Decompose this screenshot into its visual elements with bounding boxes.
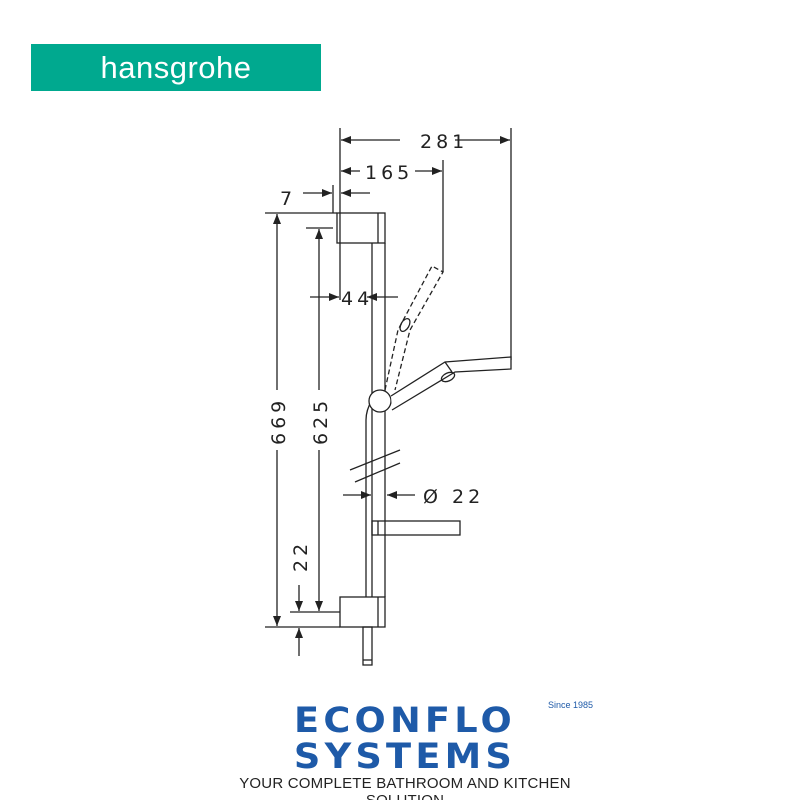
hose	[365, 399, 373, 597]
hansgrohe-logo: hansgrohe	[31, 44, 321, 91]
dim-22-label: 22	[290, 540, 312, 572]
dim-625-label: 625	[310, 397, 332, 445]
handshower-tilted-dashed	[384, 265, 444, 391]
dim-165-label: 165	[365, 162, 413, 184]
logo-text: hansgrohe	[100, 49, 252, 85]
hose-connector	[362, 626, 373, 666]
soap-dish	[371, 520, 461, 536]
break-line	[349, 449, 401, 471]
company-name: ECONFLO SYSTEMS	[293, 701, 517, 777]
dim-669-label: 669	[268, 397, 290, 445]
econflo-logo: Since 1985 ECONFLO SYSTEMS YOUR COMPLETE…	[205, 700, 605, 800]
handshower	[390, 356, 512, 411]
since-label: Since 1985	[547, 700, 593, 710]
dim-44-label: 44	[341, 288, 373, 310]
slider-knob	[368, 389, 392, 413]
break-line	[354, 462, 401, 483]
dim-7-label: 7	[280, 188, 296, 210]
dim-281-label: 281	[420, 131, 468, 153]
top-wall-bracket	[336, 212, 386, 244]
dim-diameter-label: Ø 22	[423, 486, 484, 508]
tagline: YOUR COMPLETE BATHROOM AND KITCHEN SOLUT…	[239, 775, 571, 800]
